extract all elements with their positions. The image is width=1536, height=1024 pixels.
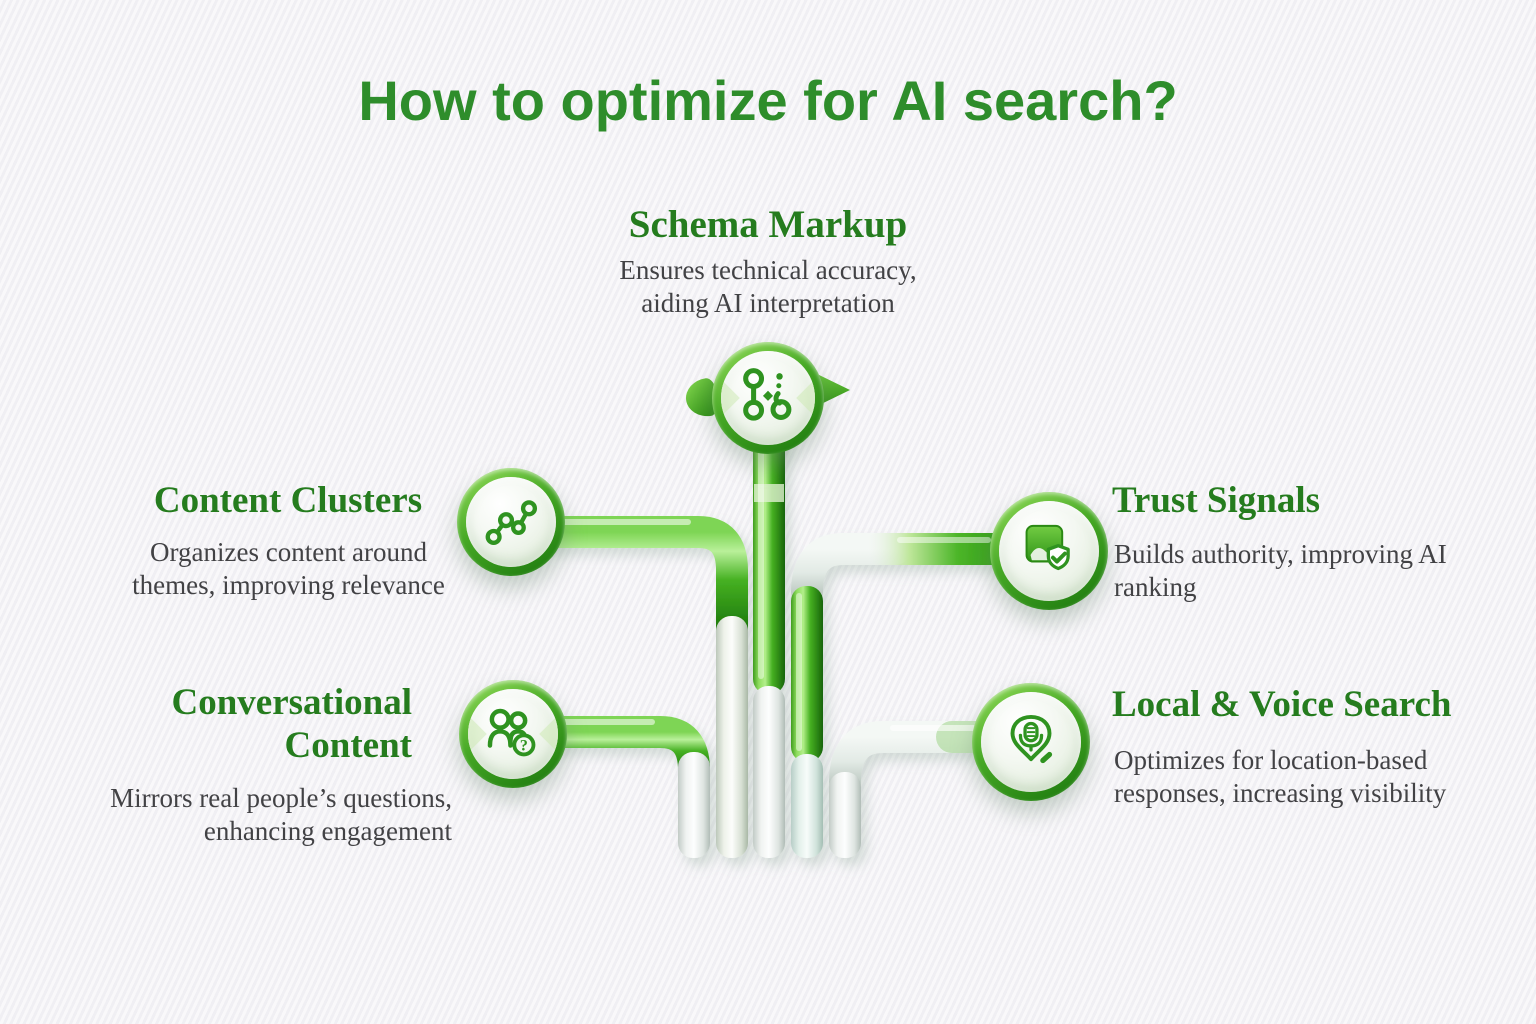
tube-conversational-content — [542, 716, 710, 858]
tube-content-clusters — [540, 516, 748, 858]
trust-signals-icon-circle — [990, 492, 1108, 610]
image-shield-check-icon — [1025, 524, 1070, 571]
people-question-icon: ? — [487, 708, 536, 757]
branch-description: Ensures technical accuracy, aiding AI in… — [619, 255, 917, 319]
question-mark-glyph: ? — [520, 738, 528, 755]
branch-description: Optimizes for location-based responses, … — [1114, 745, 1447, 809]
branch-description: Builds authority, improving AI ranking — [1114, 539, 1447, 603]
network-graph-icon — [485, 500, 538, 545]
tube-trust-signals — [791, 533, 1016, 858]
tube-schema-markup — [753, 430, 785, 858]
schema-icon-circle — [712, 342, 824, 454]
local-voice-icon-circle — [972, 683, 1090, 801]
branch-description: Mirrors real people’s questions, enhanci… — [110, 783, 452, 847]
tube-highlights — [559, 443, 991, 751]
content-clusters-icon-circle — [457, 468, 565, 576]
branch-description: Organizes content around themes, improvi… — [132, 537, 445, 601]
tube-local-voice-search — [829, 721, 998, 858]
conversational-icon-circle: ? — [459, 680, 567, 788]
branch-label: Trust Signals — [1112, 480, 1321, 521]
branch-label: Content Clusters — [153, 480, 423, 521]
page-title: How to optimize for AI search? — [358, 69, 1178, 132]
branch-label: Schema Markup — [628, 203, 908, 246]
branch-label: Conversational Content — [171, 682, 413, 766]
location-pin-microphone-icon — [1010, 714, 1053, 764]
schema-nodes-icon — [743, 368, 792, 421]
branch-label: Local & Voice Search — [1112, 684, 1452, 725]
